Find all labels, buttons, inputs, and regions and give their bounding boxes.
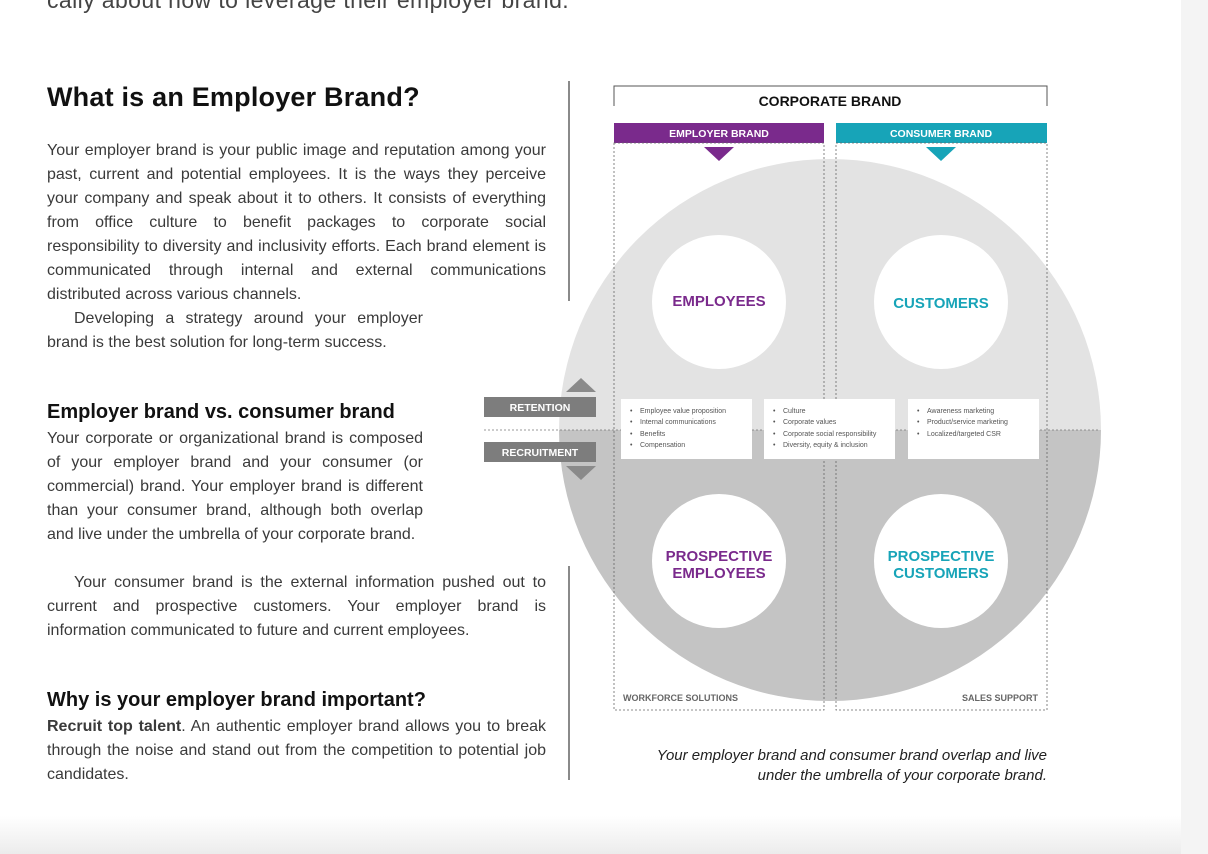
paragraph-why: Recruit top talent. An authentic employe… bbox=[47, 715, 546, 787]
shared-box bbox=[764, 399, 895, 459]
scrollbar-track[interactable] bbox=[1181, 0, 1208, 854]
employer-box-item-3: Benefits bbox=[640, 431, 666, 438]
customers-label: CUSTOMERS bbox=[893, 295, 989, 312]
recruitment-bar bbox=[484, 442, 596, 462]
workforce-solutions-label: WORKFORCE SOLUTIONS bbox=[623, 693, 738, 703]
recruitment-arrow-down bbox=[566, 466, 596, 480]
employer-box-item-4: Compensation bbox=[640, 442, 685, 449]
consumer-box-item-1: Awareness marketing bbox=[927, 408, 994, 415]
retention-label: RETENTION bbox=[510, 402, 571, 414]
retention-bar bbox=[484, 397, 596, 417]
consumer-brand-header bbox=[836, 123, 1047, 143]
employer-box-bullet-2: • bbox=[630, 419, 633, 426]
intro-fragment: cally about how to leverage their employ… bbox=[47, 0, 570, 13]
diagram-caption: Your employer brand and consumer brand o… bbox=[656, 747, 1047, 784]
consumer-box bbox=[908, 399, 1039, 459]
customers-circle bbox=[874, 235, 1008, 369]
employer-box-item-1: Employee value proposition bbox=[640, 408, 726, 415]
prospective-employees-circle bbox=[652, 494, 786, 628]
corporate-brand-bracket bbox=[613, 85, 1048, 106]
paragraph-versus-2: Your consumer brand is the external info… bbox=[47, 574, 546, 639]
shared-box-item-3: Corporate social responsibility bbox=[783, 431, 877, 438]
consumer-box-item-2: Product/service marketing bbox=[927, 419, 1008, 426]
shared-box-bullet-3: • bbox=[773, 431, 776, 438]
consumer-brand-label: CONSUMER BRAND bbox=[890, 128, 993, 140]
heading-what-is-employer-brand: What is an Employer Brand? bbox=[47, 82, 420, 112]
employer-brand-label: EMPLOYER BRAND bbox=[669, 128, 769, 140]
prospective-customers-label-1: PROSPECTIVE bbox=[888, 548, 995, 565]
employees-label: EMPLOYEES bbox=[672, 293, 765, 310]
umbrella-circle-bottom bbox=[559, 430, 1101, 701]
paragraph-what-1: Your employer brand is your public image… bbox=[47, 142, 546, 303]
employer-box-bullet-1: • bbox=[630, 408, 633, 415]
heading-employer-vs-consumer: Employer brand vs. consumer brand bbox=[47, 401, 395, 423]
consumer-box-item-3: Localized/targeted CSR bbox=[927, 431, 1001, 438]
employees-circle bbox=[652, 235, 786, 369]
prospective-employees-label-1: PROSPECTIVE bbox=[666, 548, 773, 565]
shared-box-item-2: Corporate values bbox=[783, 419, 837, 426]
employer-box-item-2: Internal communications bbox=[640, 419, 716, 426]
bottom-fade bbox=[0, 816, 1181, 854]
heading-why-important: Why is your employer brand important? bbox=[47, 689, 426, 711]
employer-box-bullet-3: • bbox=[630, 431, 633, 438]
prospective-customers-circle bbox=[874, 494, 1008, 628]
sales-support-label: SALES SUPPORT bbox=[962, 693, 1039, 703]
prospective-customers-label-2: CUSTOMERS bbox=[893, 565, 989, 582]
prospective-employees-label-2: EMPLOYEES bbox=[672, 565, 765, 582]
shared-box-item-1: Culture bbox=[783, 408, 806, 415]
consumer-box-bullet-2: • bbox=[917, 419, 920, 426]
paragraph-versus-1: Your corporate or organizational brand i… bbox=[47, 430, 423, 543]
paragraph-why-text: . An authentic employer brand allows you… bbox=[47, 718, 547, 783]
retention-arrow-up bbox=[566, 378, 596, 392]
divider-upper bbox=[568, 81, 570, 301]
employer-box bbox=[621, 399, 752, 459]
recruitment-label: RECRUITMENT bbox=[502, 447, 579, 459]
employer-brand-header bbox=[614, 123, 824, 143]
consumer-box-bullet-3: • bbox=[917, 431, 920, 438]
employer-box-bullet-4: • bbox=[630, 442, 633, 449]
shared-box-bullet-1: • bbox=[773, 408, 776, 415]
shared-box-item-4: Diversity, equity & inclusion bbox=[783, 442, 868, 449]
corporate-brand-label: CORPORATE BRAND bbox=[759, 93, 902, 109]
recruit-top-talent-lead: Recruit top talent bbox=[47, 718, 182, 735]
consumer-box-bullet-1: • bbox=[917, 408, 920, 415]
consumer-brand-arrow bbox=[926, 147, 956, 161]
employer-brand-arrow bbox=[704, 147, 734, 161]
divider-lower bbox=[568, 566, 570, 780]
shared-box-bullet-2: • bbox=[773, 419, 776, 426]
paragraph-what-2: Developing a strategy around your employ… bbox=[47, 310, 423, 351]
brand-diagram: CORPORATE BRAND EMPLOYER BRAND CONSUMER … bbox=[484, 85, 1101, 711]
shared-box-bullet-4: • bbox=[773, 442, 776, 449]
